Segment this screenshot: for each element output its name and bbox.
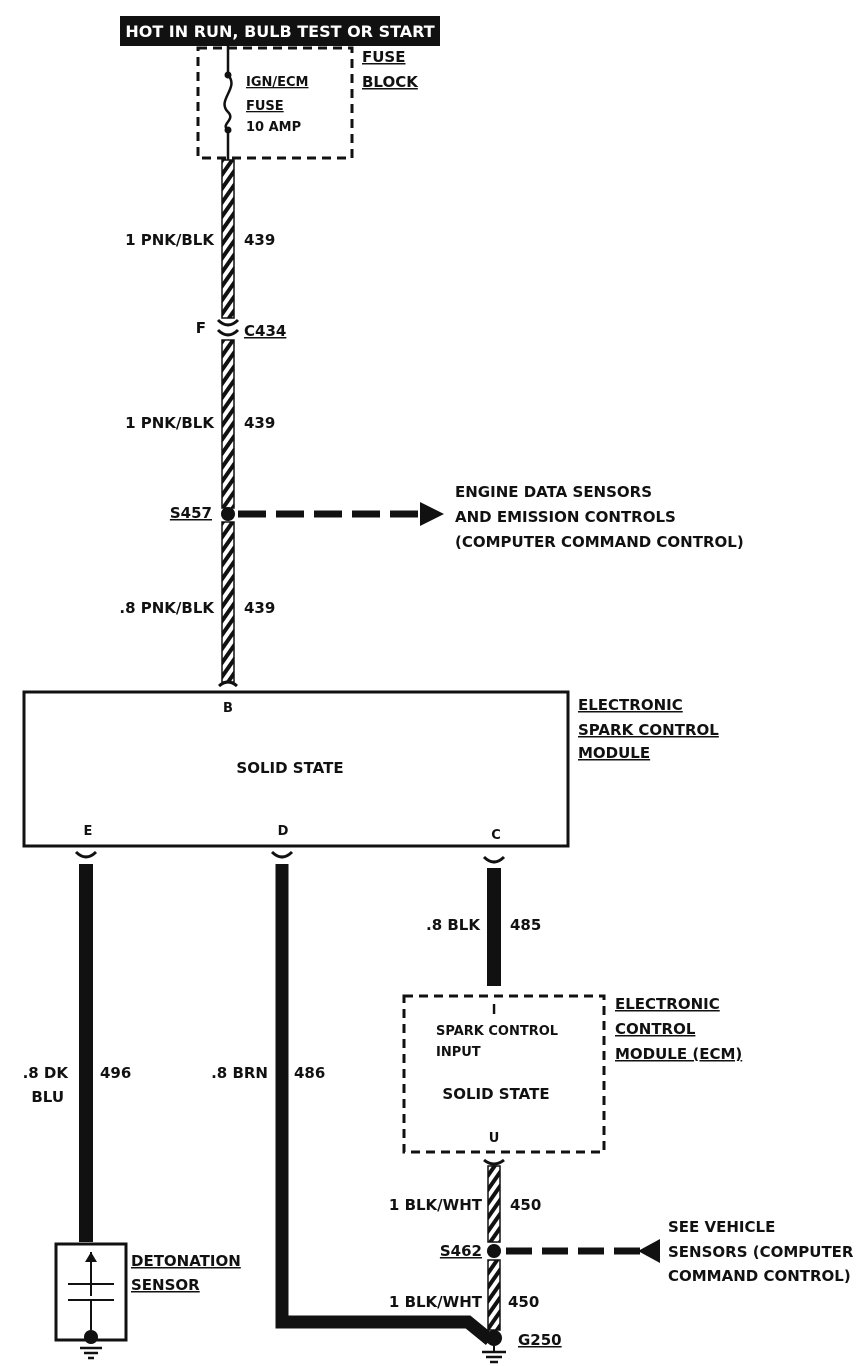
ecm-label-2: CONTROL [615,1020,696,1038]
wire-439-segment-3 [221,521,235,683]
s462-branch-arrow [638,1239,660,1263]
wire-c-circuit: 485 [510,916,541,934]
engine-note-1: ENGINE DATA SENSORS [455,483,652,501]
engine-note-3: (COMPUTER COMMAND CONTROL) [455,533,744,551]
fuse-name-1: IGN/ECM [246,75,309,90]
esc-module-box [22,690,570,848]
wire-d-gauge-color: .8 BRN [211,1064,268,1082]
s462-splice [487,1244,501,1258]
esc-pin-e-connector [74,850,98,859]
c434-label: C434 [244,322,286,340]
c434-pin-label: F [196,319,206,337]
wire-450-segment-1 [487,1165,501,1243]
power-header-bar [120,16,440,46]
power-header-label: HOT IN RUN, BULB TEST OR START [125,22,434,41]
esc-label-2: SPARK CONTROL [578,721,719,739]
ecm-body: SOLID STATE [442,1085,549,1103]
wire-g-circuit: 450 [508,1293,539,1311]
ecm-box [402,994,606,1154]
wire-e-gauge-2: BLU [31,1088,64,1106]
esc-pin-d: D [278,824,289,839]
s457-branch-arrow [420,502,444,526]
s457-splice [221,507,235,521]
wire-2-circuit: 439 [244,414,275,432]
wire-439-segment-2 [221,339,235,509]
wire-2-gauge-color: 1 PNK/BLK [125,414,215,432]
ecm-pin-u-connector [483,1158,505,1166]
ecm-pin-i: I [492,1003,497,1018]
vehicle-note-2: SENSORS (COMPUTER [668,1243,854,1261]
vehicle-note-1: SEE VEHICLE [668,1218,775,1236]
wire-450-segment-2 [487,1259,501,1331]
esc-label-1: ELECTRONIC [578,696,683,714]
wire-e-gauge-1: .8 DK [23,1064,70,1082]
ecm-input-1: SPARK CONTROL [436,1024,558,1039]
c434-connector-bottom [216,328,240,337]
wire-d-circuit: 486 [294,1064,325,1082]
wire-u-circuit: 450 [510,1196,541,1214]
detonation-label-2: SENSOR [131,1276,200,1294]
s457-label: S457 [170,504,212,522]
g250-ground-point [486,1330,502,1346]
vehicle-note-3: COMMAND CONTROL) [668,1267,851,1285]
fuse-rating: 10 AMP [246,120,301,135]
wire-1-circuit: 439 [244,231,275,249]
fuse-block-outline [196,46,354,160]
ecm-pin-u: U [489,1131,500,1146]
esc-module-body: SOLID STATE [236,759,343,777]
wire-e-circuit: 496 [100,1064,131,1082]
g250-label: G250 [518,1331,562,1349]
wire-c-gauge-color: .8 BLK [426,916,481,934]
c434-connector-top [216,318,240,327]
wire-u-gauge-color: 1 BLK/WHT [389,1196,483,1214]
engine-note-2: AND EMISSION CONTROLS [455,508,676,526]
ecm-input-2: INPUT [436,1045,481,1060]
detonation-label-1: DETONATION [131,1252,241,1270]
esc-pin-b: B [223,701,233,716]
wire-485 [487,868,501,986]
wire-g-gauge-color: 1 BLK/WHT [389,1293,483,1311]
esc-pin-b-connector [218,680,238,688]
esc-pin-e: E [84,824,93,839]
fuse-block-label-1: FUSE [362,48,405,66]
fuse-symbol [223,74,233,131]
wire-439-segment-1 [221,159,235,319]
s462-label: S462 [440,1242,482,1260]
fuse-block-label-2: BLOCK [362,73,419,91]
wire-3-circuit: 439 [244,599,275,617]
esc-pin-c: C [491,828,501,843]
ecm-label-3: MODULE (ECM) [615,1045,742,1063]
fuse-name-2: FUSE [246,99,284,114]
esc-label-3: MODULE [578,744,650,762]
esc-pin-d-connector [270,850,294,859]
wire-496 [79,864,93,1242]
wire-3-gauge-color: .8 PNK/BLK [119,599,215,617]
ecm-label-1: ELECTRONIC [615,995,720,1013]
wire-486 [275,864,495,1346]
esc-pin-c-connector [482,855,506,864]
wire-1-gauge-color: 1 PNK/BLK [125,231,215,249]
